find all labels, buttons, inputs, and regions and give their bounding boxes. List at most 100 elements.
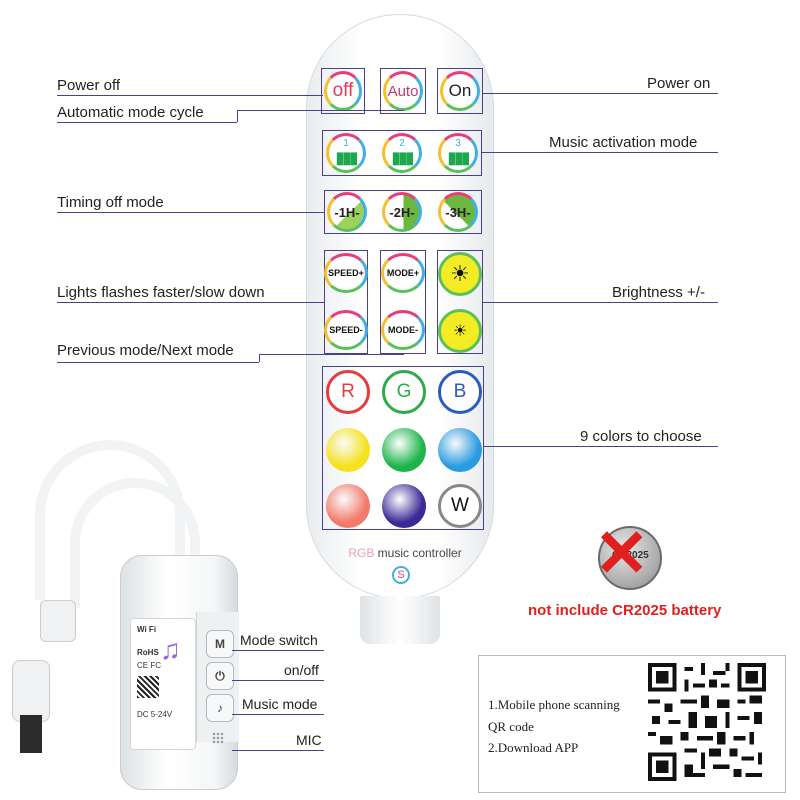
label-music-mode: Music mode	[242, 696, 318, 712]
connector-line	[259, 354, 404, 355]
highlight-box-brightness	[437, 250, 483, 354]
sun-icon: ☀	[452, 323, 468, 340]
connector-line	[237, 110, 238, 122]
label-timing-off: Timing off mode	[57, 194, 164, 211]
highlight-box-colors	[322, 366, 484, 530]
equalizer-icon: ▮▮▮	[335, 149, 358, 167]
remote-neck	[360, 596, 440, 644]
connector-line	[232, 750, 324, 751]
music-mode-button[interactable]: ♪	[206, 694, 234, 722]
highlight-box-timer	[324, 190, 482, 234]
plug-housing	[12, 660, 50, 722]
timer-3h-label: -3H-	[445, 204, 471, 220]
brightness-up-button[interactable]: ☀	[438, 252, 482, 296]
timer-2h-label: -2H-	[389, 204, 415, 220]
connector-line	[57, 95, 323, 96]
mode-down-button[interactable]: MODE-	[381, 310, 425, 350]
highlight-box-auto	[380, 68, 426, 114]
off-button[interactable]: off	[324, 71, 362, 111]
mode-switch-button[interactable]: M	[206, 630, 234, 658]
label-nine-colors: 9 colors to choose	[580, 428, 702, 445]
on-button[interactable]: On	[440, 71, 480, 111]
connector-line	[57, 362, 259, 363]
connector-line	[57, 302, 324, 303]
label-on-off: on/off	[284, 662, 319, 678]
music-mode-1-number: 1	[343, 137, 349, 149]
label-power-on: Power on	[647, 75, 711, 92]
music-mode-1-button[interactable]: 1 ▮▮▮	[326, 133, 366, 173]
qr-step-2: 2.Download APP	[488, 740, 579, 755]
sun-icon: ☀	[450, 261, 470, 286]
connector-line	[232, 714, 324, 715]
label-prev-next: Previous mode/Next mode	[57, 342, 234, 359]
power-button[interactable]: ⏻	[206, 662, 234, 690]
connector-line	[483, 302, 718, 303]
highlight-box-speed	[324, 250, 368, 354]
music-note-icon: ♫	[160, 634, 181, 665]
auto-button[interactable]: Auto	[383, 71, 423, 111]
green-color-button[interactable]	[382, 428, 426, 472]
brand-label: RGB music controller	[348, 546, 462, 560]
red-button[interactable]: R	[326, 370, 370, 414]
indigo-color-button[interactable]	[382, 484, 426, 528]
qr-code-icon[interactable]	[648, 660, 766, 784]
music-mode-3-number: 3	[455, 137, 461, 149]
connector-line	[259, 354, 260, 362]
connector-line	[484, 446, 718, 447]
equalizer-icon: ▮▮▮	[391, 149, 414, 167]
music-mode-2-button[interactable]: 2 ▮▮▮	[382, 133, 422, 173]
label-power-off: Power off	[57, 77, 121, 94]
light-blue-color-button[interactable]	[438, 428, 482, 472]
label-lights-flash: Lights flashes faster/slow down	[57, 284, 265, 301]
connector-line	[232, 650, 324, 651]
speed-down-button[interactable]: SPEED-	[324, 310, 368, 350]
yellow-color-button[interactable]	[326, 428, 370, 472]
music-mode-3-button[interactable]: 3 ▮▮▮	[438, 133, 478, 173]
battery-icon: CR2025	[598, 526, 662, 590]
voltage-label: DC 5-24V	[137, 710, 173, 719]
mic-icon	[212, 732, 224, 744]
music-mode-2-number: 2	[399, 137, 405, 149]
cable-inner	[70, 478, 200, 608]
controller-label-sticker: Wi Fi RoHS CE FC DC 5-24V	[130, 618, 196, 750]
plug-pins	[20, 715, 42, 753]
speed-up-button[interactable]: SPEED+	[324, 253, 368, 293]
connector-housing	[40, 600, 76, 642]
connector-line	[232, 680, 324, 681]
ce-fc-label: CE FC	[137, 661, 161, 670]
salmon-color-button[interactable]	[326, 484, 370, 528]
green-button[interactable]: G	[382, 370, 426, 414]
rohs-label: RoHS	[137, 648, 159, 657]
wifi-label: Wi Fi	[137, 625, 157, 634]
timer-2h-button[interactable]: -2H-	[382, 192, 422, 232]
timer-1h-button[interactable]: -1H-	[327, 192, 367, 232]
qr-step-1: 1.Mobile phone scanning	[488, 697, 620, 712]
timer-3h-button[interactable]: -3H-	[438, 192, 478, 232]
highlight-box-mode	[380, 250, 426, 354]
music-note-icon: ♪	[217, 701, 223, 715]
label-brightness: Brightness +/-	[612, 284, 705, 301]
highlight-box-off	[321, 68, 365, 114]
highlight-box-on	[437, 68, 483, 114]
connector-line	[483, 93, 718, 94]
label-music-activation: Music activation mode	[549, 134, 698, 151]
label-auto-mode: Automatic mode cycle	[57, 104, 204, 121]
cross-icon: ✕	[594, 516, 650, 590]
power-icon: ⏻	[215, 668, 225, 683]
label-mic: MIC	[296, 732, 322, 748]
timer-1h-label: -1H-	[334, 204, 360, 220]
connector-line	[482, 152, 718, 153]
equalizer-icon: ▮▮▮	[447, 149, 470, 167]
battery-label: CR2025	[612, 550, 649, 561]
label-mode-switch: Mode switch	[240, 632, 318, 648]
blue-button[interactable]: B	[438, 370, 482, 414]
connector-line	[237, 110, 404, 111]
highlight-box-music	[322, 130, 482, 176]
battery-note: not include CR2025 battery	[528, 602, 722, 619]
mode-up-button[interactable]: MODE+	[381, 253, 425, 293]
white-button[interactable]: W	[438, 484, 482, 528]
logo-icon: S	[392, 566, 410, 584]
qr-code-sticker-icon	[137, 676, 159, 698]
connector-line	[57, 212, 324, 213]
brightness-down-button[interactable]: ☀	[438, 309, 482, 353]
